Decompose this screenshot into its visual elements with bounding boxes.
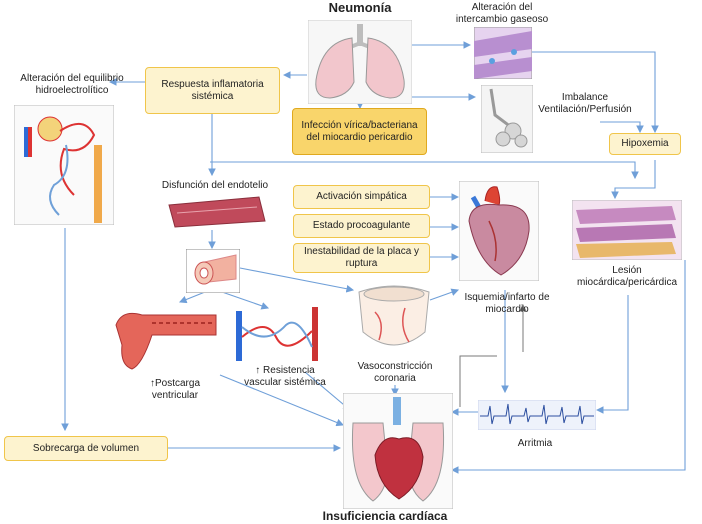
electrolyte-label: Alteración del equilibrio hidroelectrolí… — [20, 73, 124, 96]
myocardial-tissue-illustration — [572, 200, 682, 260]
heart-failure-title: Insuficiencia cardíaca — [322, 509, 448, 523]
vascular-resistance-illustration — [236, 307, 318, 361]
vessel-section-illustration — [186, 249, 240, 293]
sympathetic-activation-box: Activación simpática — [293, 185, 430, 209]
procoagulant-state-box: Estado procoagulante — [293, 214, 430, 238]
ischemic-heart-illustration — [459, 181, 539, 281]
ecg-illustration — [478, 400, 596, 430]
bronchi-illustration — [481, 85, 533, 153]
ischemia-label: Isquemia/infarto de miocardio — [464, 292, 550, 315]
nephron-illustration — [14, 105, 114, 225]
volume-overload-box: Sobrecarga de volumen — [4, 436, 168, 461]
heart-failure-illustration — [343, 393, 453, 509]
lungs-illustration — [308, 20, 412, 104]
inflammatory-response-box: Respuesta inflamatoria sistémica — [145, 67, 280, 114]
lesion-label: Lesión miocárdica/pericárdica — [576, 265, 678, 288]
resistance-label: ↑ Resistencia vascular sistémica — [244, 365, 326, 388]
infection-box: Infección vírica/bacteriana del miocardi… — [292, 108, 427, 155]
coronary-illustration — [358, 285, 430, 346]
arrhythmia-label: Arritmia — [517, 438, 553, 449]
alveoli-illustration — [474, 27, 532, 79]
postload-illustration — [115, 312, 217, 370]
imbalance-label: Imbalance Ventilación/Perfusión — [538, 92, 632, 115]
hypoxemia-box: Hipoxemia — [609, 133, 681, 155]
plaque-instability-box: Inestabilidad de la placa y ruptura — [293, 243, 430, 273]
postload-label: ↑Postcarga ventricular — [149, 378, 201, 401]
gas-exchange-label: Alteración del intercambio gaseoso — [455, 2, 549, 25]
endothelium-illustration — [168, 196, 266, 228]
endothelium-label: Disfunción del endotelio — [161, 180, 269, 191]
pneumonia-title: Neumonía — [328, 0, 392, 15]
vasoconstriction-label: Vasoconstricción coronaria — [357, 361, 433, 384]
